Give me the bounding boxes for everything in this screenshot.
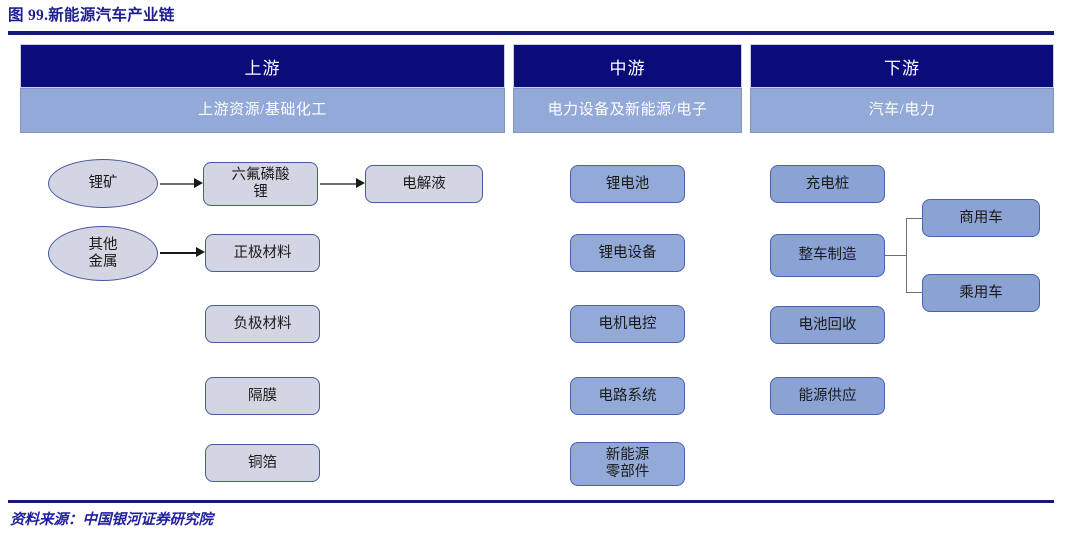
node-copper-foil[interactable]: 铜箔 xyxy=(205,444,320,482)
connector-vehicle-to-commercial xyxy=(906,218,923,220)
column-subheader-upstream-label: 上游资源/基础化工 xyxy=(198,101,327,118)
column-subheader-downstream-label: 汽车/电力 xyxy=(868,101,936,118)
node-lipf6[interactable]: 六氟磷酸 锂 xyxy=(203,162,318,206)
column-header-downstream-label: 下游 xyxy=(884,58,920,78)
column-header-midstream: 中游 xyxy=(513,44,742,88)
arrowhead-other-metals-to-cathode xyxy=(196,247,205,257)
node-lithium-equipment-label: 锂电设备 xyxy=(598,244,657,261)
column-header-downstream: 下游 xyxy=(750,44,1054,88)
node-energy-supply-label: 能源供应 xyxy=(798,387,857,404)
connector-vehicle-stub xyxy=(885,255,907,257)
figure-title: 图 99.新能源汽车产业链 xyxy=(8,7,175,24)
column-subheader-midstream-label: 电力设备及新能源/电子 xyxy=(547,101,708,118)
node-passenger-vehicle[interactable]: 乘用车 xyxy=(922,274,1040,312)
node-cathode-material-label: 正极材料 xyxy=(233,244,292,261)
node-cathode-material[interactable]: 正极材料 xyxy=(205,234,320,272)
node-lithium-ore[interactable]: 锂矿 xyxy=(48,159,158,208)
node-motor-control[interactable]: 电机电控 xyxy=(570,305,685,343)
node-motor-control-label: 电机电控 xyxy=(598,315,657,332)
node-charging-pile[interactable]: 充电桩 xyxy=(770,165,885,203)
node-other-metals-label: 其他 金属 xyxy=(88,236,118,270)
node-commercial-vehicle[interactable]: 商用车 xyxy=(922,199,1040,237)
column-subheader-midstream: 电力设备及新能源/电子 xyxy=(513,88,742,133)
node-lithium-battery[interactable]: 锂电池 xyxy=(570,165,685,203)
node-nev-parts-label: 新能源 零部件 xyxy=(605,447,650,480)
node-anode-material-label: 负极材料 xyxy=(233,315,292,332)
node-commercial-vehicle-label: 商用车 xyxy=(959,209,1003,226)
node-nev-parts[interactable]: 新能源 零部件 xyxy=(570,442,685,486)
node-lithium-ore-label: 锂矿 xyxy=(88,175,118,192)
column-header-upstream-label: 上游 xyxy=(244,58,281,78)
node-circuit-system-label: 电路系统 xyxy=(598,387,657,404)
node-separator[interactable]: 隔膜 xyxy=(205,377,320,415)
node-vehicle-manufacturing-label: 整车制造 xyxy=(798,247,857,264)
connector-vehicle-trunk xyxy=(906,218,908,293)
node-lithium-battery-label: 锂电池 xyxy=(605,175,650,192)
connector-vehicle-to-passenger xyxy=(906,292,923,294)
node-circuit-system[interactable]: 电路系统 xyxy=(570,377,685,415)
node-copper-foil-label: 铜箔 xyxy=(248,454,277,471)
node-battery-recycling[interactable]: 电池回收 xyxy=(770,306,885,344)
connector-other-metals-to-cathode xyxy=(160,252,197,254)
node-separator-label: 隔膜 xyxy=(248,387,277,404)
node-battery-recycling-label: 电池回收 xyxy=(798,316,857,333)
node-lithium-equipment[interactable]: 锂电设备 xyxy=(570,234,685,272)
source-note: 资料来源：中国银河证券研究院 xyxy=(10,512,213,528)
connector-lithium-ore-to-lipf6 xyxy=(160,183,195,185)
arrowhead-lithium-ore-to-lipf6 xyxy=(194,178,203,188)
node-passenger-vehicle-label: 乘用车 xyxy=(959,284,1003,301)
node-other-metals[interactable]: 其他 金属 xyxy=(48,226,158,281)
column-header-midstream-label: 中游 xyxy=(609,58,646,78)
column-header-upstream: 上游 xyxy=(20,44,505,88)
column-subheader-downstream: 汽车/电力 xyxy=(750,88,1054,133)
connector-lipf6-to-electrolyte xyxy=(320,183,357,185)
node-energy-supply[interactable]: 能源供应 xyxy=(770,377,885,415)
arrowhead-lipf6-to-electrolyte xyxy=(356,178,365,188)
node-vehicle-manufacturing[interactable]: 整车制造 xyxy=(770,234,885,277)
node-lipf6-label: 六氟磷酸 锂 xyxy=(231,167,290,200)
node-anode-material[interactable]: 负极材料 xyxy=(205,305,320,343)
node-electrolyte[interactable]: 电解液 xyxy=(365,165,483,203)
title-divider xyxy=(8,31,1054,35)
footer-divider xyxy=(8,500,1054,503)
node-charging-pile-label: 充电桩 xyxy=(805,175,850,192)
node-electrolyte-label: 电解液 xyxy=(402,175,446,192)
column-subheader-upstream: 上游资源/基础化工 xyxy=(20,88,505,133)
